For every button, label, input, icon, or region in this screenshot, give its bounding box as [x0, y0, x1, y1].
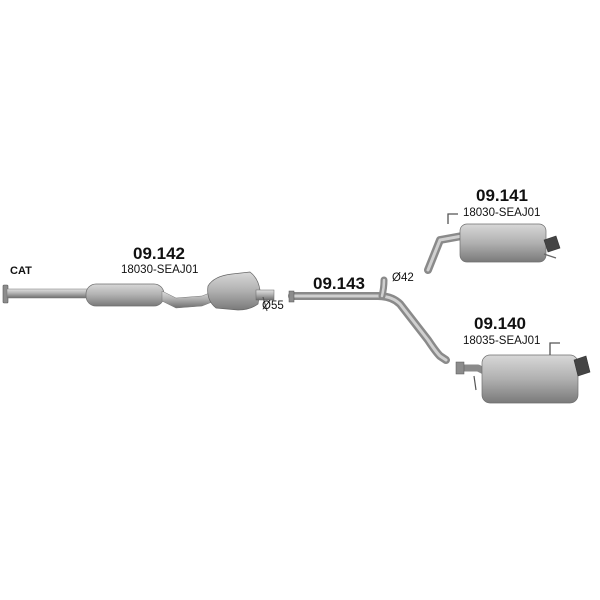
rear-upper-oem-number: 18030-SEAJ01	[463, 207, 541, 219]
rear-upper-part-number: 09.141	[476, 186, 528, 205]
rear-lower-part-number: 09.140	[474, 314, 526, 333]
front-pipe-assembly	[2, 271, 275, 312]
rear-upper-inlet-pipe	[424, 232, 466, 274]
front-outlet-pipe	[255, 289, 275, 301]
middle-inlet-flange	[288, 290, 295, 303]
rear-upper-hanger	[447, 213, 458, 224]
middle-pipe	[288, 292, 450, 364]
middle-pipe-assembly	[288, 276, 450, 364]
cat-label: CAT	[10, 265, 32, 277]
rear-lower-oem-number: 18035-SEAJ01	[463, 335, 541, 347]
front-outlet-clamp	[262, 296, 268, 312]
rear-upper-silencer	[424, 213, 561, 274]
middle-pipe-part-number: 09.143	[313, 274, 365, 293]
front-pipe-diameter: Ø55	[262, 300, 284, 312]
rear-lower-muffler	[481, 354, 579, 404]
front-converter	[207, 271, 261, 311]
rear-lower-tailpipe	[573, 355, 591, 377]
front-inlet-pipe	[6, 288, 90, 299]
rear-lower-flange	[455, 361, 465, 375]
front-resonator	[85, 283, 165, 307]
rear-lower-silencer	[455, 342, 591, 404]
middle-pipe-diameter: Ø42	[392, 272, 414, 284]
front-pipe-part-number: 09.142	[133, 244, 185, 263]
front-pipe-oem-number: 18030-SEAJ01	[121, 264, 199, 276]
front-mid-pipe	[161, 290, 213, 309]
rear-upper-tailpipe	[543, 235, 561, 253]
rear-upper-muffler	[459, 223, 547, 263]
rear-lower-clamp	[473, 375, 477, 391]
rear-lower-hanger	[549, 342, 560, 355]
